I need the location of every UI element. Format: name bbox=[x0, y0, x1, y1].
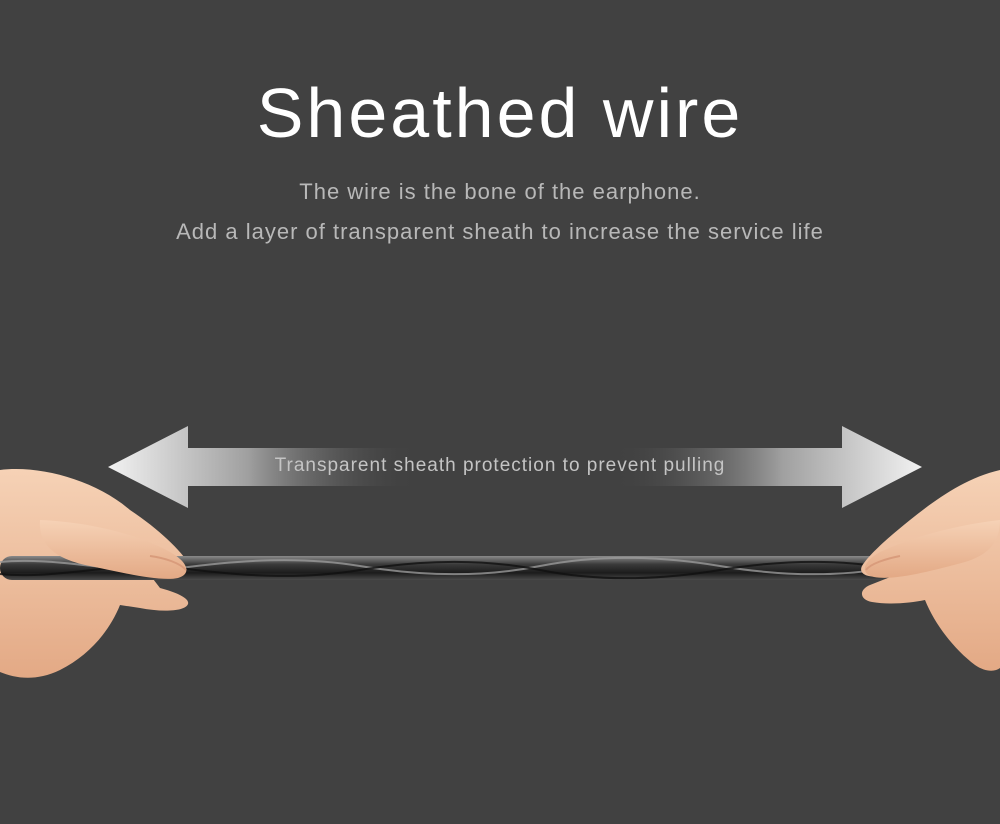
left-thumb bbox=[39, 520, 187, 579]
sheath-caption: Transparent sheath protection to prevent… bbox=[274, 455, 726, 476]
right-thumb bbox=[864, 520, 1000, 578]
subtitle-line-2: Add a layer of transparent sheath to inc… bbox=[176, 219, 824, 244]
page-title: Sheathed wire bbox=[256, 74, 744, 152]
arrow-left-icon bbox=[108, 426, 418, 508]
arrow-right-icon bbox=[612, 426, 922, 508]
subtitle-line-1: The wire is the bone of the earphone. bbox=[299, 179, 701, 204]
